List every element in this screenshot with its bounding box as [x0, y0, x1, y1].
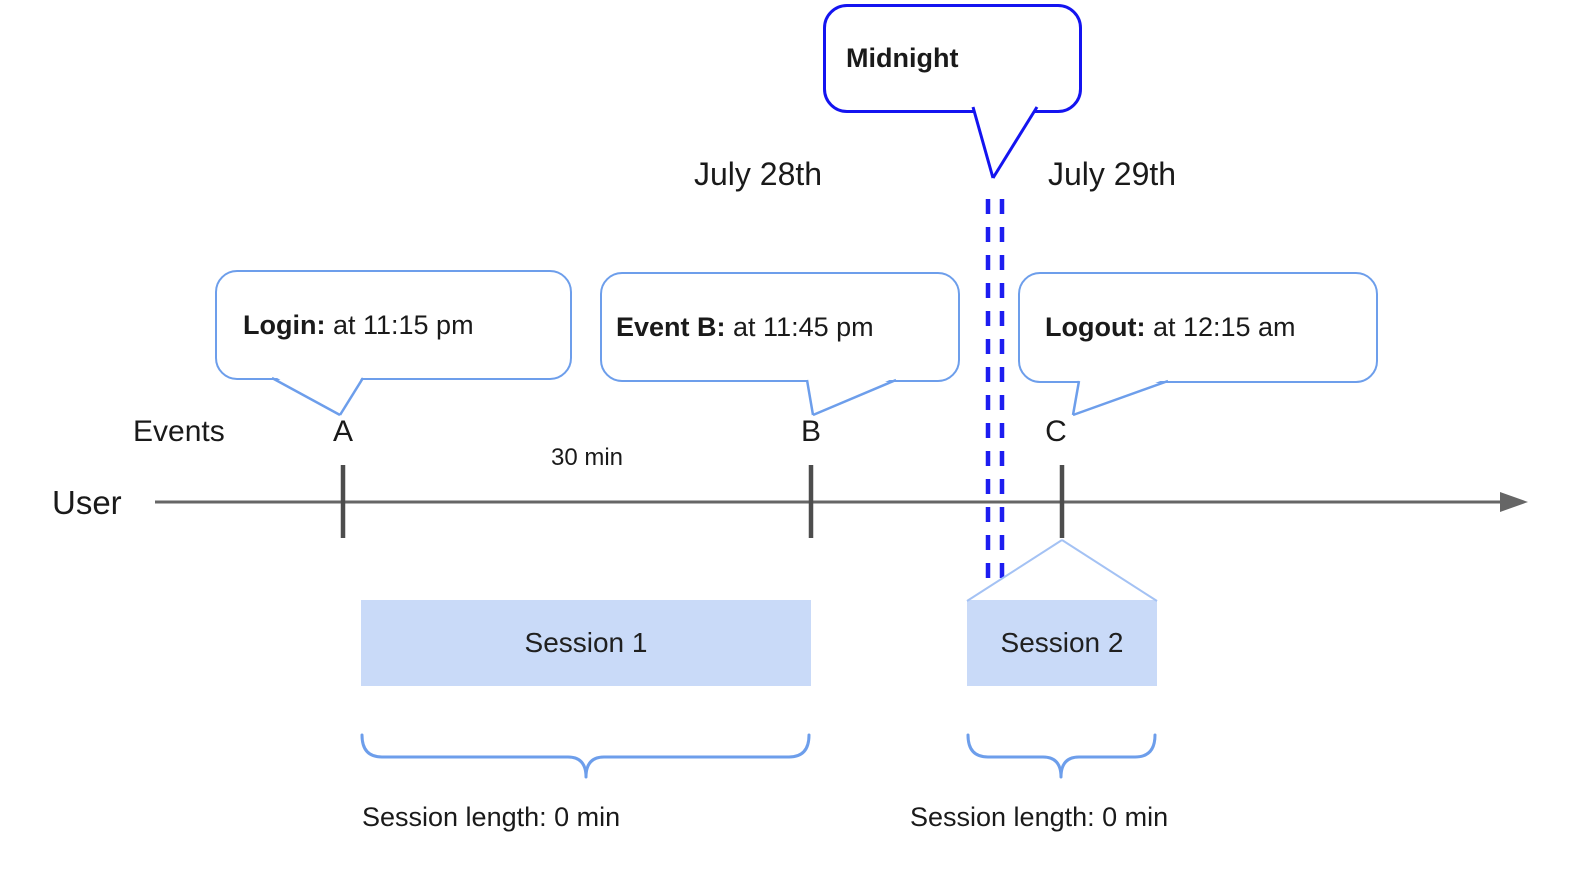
session-2-length-label: Session length: 0 min — [910, 802, 1169, 832]
session-2-brace — [966, 733, 1157, 779]
event-mark-c: C — [1045, 415, 1067, 448]
date-label-july-28: July 28th — [694, 156, 823, 192]
user-row-label: User — [52, 484, 122, 521]
midnight-callout-tail — [971, 106, 1039, 179]
event-b-label-bold: Event B: — [616, 311, 726, 342]
event-b-label-rest: at 11:45 pm — [725, 311, 874, 342]
date-label-july-29: July 29th — [1048, 156, 1177, 192]
session-2-fan-lines — [966, 539, 1158, 602]
login-label-bold: Login: — [243, 309, 326, 340]
login-label-rest: at 11:15 pm — [325, 309, 474, 340]
logout-callout-bubble: Logout: at 12:15 am — [1018, 272, 1378, 383]
events-row-label: Events — [133, 415, 225, 448]
event-mark-b: B — [800, 415, 821, 448]
midnight-label: Midnight — [846, 43, 959, 73]
logout-label-rest: at 12:15 am — [1145, 312, 1296, 342]
session-1-box: Session 1 — [361, 600, 811, 686]
session-length-braces — [360, 733, 1157, 779]
session-1-brace — [360, 733, 811, 779]
session-1-length-label: Session length: 0 min — [362, 802, 621, 832]
event-b-callout-tail — [805, 377, 897, 417]
event-b-callout-bubble: Event B: at 11:45 pm — [600, 272, 960, 382]
event-tick-marks — [340, 465, 1065, 538]
session-2-box: Session 2 — [967, 600, 1157, 686]
interval-label-30min: 30 min — [550, 444, 624, 471]
logout-label-bold: Logout: — [1045, 312, 1146, 342]
midnight-callout-bubble: Midnight — [823, 4, 1082, 113]
user-timeline-arrow — [155, 492, 1528, 512]
login-callout-bubble: Login: at 11:15 pm — [215, 270, 572, 380]
midnight-dashed-lines — [985, 199, 1005, 578]
session-2-label: Session 2 — [1000, 627, 1124, 658]
logout-callout-tail — [1071, 378, 1169, 417]
login-callout-tail — [271, 375, 365, 417]
session-1-label: Session 1 — [524, 627, 648, 658]
event-mark-a: A — [332, 415, 353, 448]
